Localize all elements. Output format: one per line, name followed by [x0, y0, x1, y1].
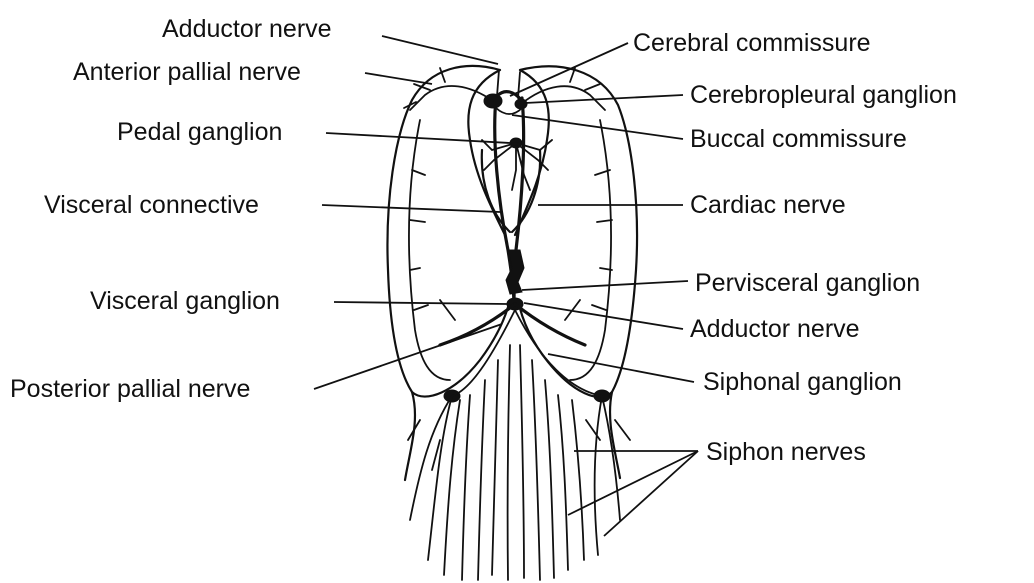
siphon-nerve-bundle	[408, 310, 630, 580]
label-visceral-connective: Visceral connective	[44, 191, 259, 219]
label-visceral-ganglion: Visceral ganglion	[90, 287, 280, 315]
leader-adductor-nerve-top	[382, 36, 498, 64]
label-cerebral-commissure: Cerebral commissure	[633, 29, 871, 57]
label-siphon-nerves: Siphon nerves	[706, 438, 866, 466]
siphon-body-outline	[405, 392, 620, 480]
leader-anterior-pallial-nerve	[365, 73, 432, 84]
label-posterior-pallial-nerve: Posterior pallial nerve	[10, 375, 250, 403]
label-cardiac-nerve: Cardiac nerve	[690, 191, 846, 219]
labels-left: Adductor nerve Anterior pallial nerve Pe…	[10, 15, 332, 403]
anterior-pallial-nerve-left	[404, 68, 493, 110]
leader-siphon-nerves-2	[568, 451, 698, 515]
anatomy-drawing	[387, 66, 637, 580]
label-pervisceral-ganglion: Pervisceral ganglion	[695, 269, 920, 297]
leader-visceral-connective	[322, 205, 500, 212]
label-buccal-commissure: Buccal commissure	[690, 125, 907, 153]
leader-pervisceral-ganglion	[522, 281, 688, 290]
leader-lines	[314, 36, 698, 536]
label-pedal-ganglion: Pedal ganglion	[117, 118, 282, 146]
leader-cerebral-commissure	[510, 43, 628, 96]
label-siphonal-ganglion: Siphonal ganglion	[703, 368, 902, 396]
posterior-pallial-nerve-path	[440, 304, 515, 345]
label-adductor-nerve-right: Adductor nerve	[690, 315, 860, 343]
anterior-pallial-nerve-right	[521, 68, 605, 110]
label-cerebropleural-ganglion: Cerebropleural ganglion	[690, 81, 957, 109]
leader-buccal-commissure	[512, 115, 683, 139]
label-adductor-nerve-top: Adductor nerve	[162, 15, 332, 43]
leader-siphonal-ganglion	[548, 354, 694, 382]
leader-visceral-ganglion	[334, 302, 507, 304]
label-anterior-pallial-nerve: Anterior pallial nerve	[73, 58, 301, 86]
leader-cerebropleural-ganglion	[525, 95, 683, 103]
